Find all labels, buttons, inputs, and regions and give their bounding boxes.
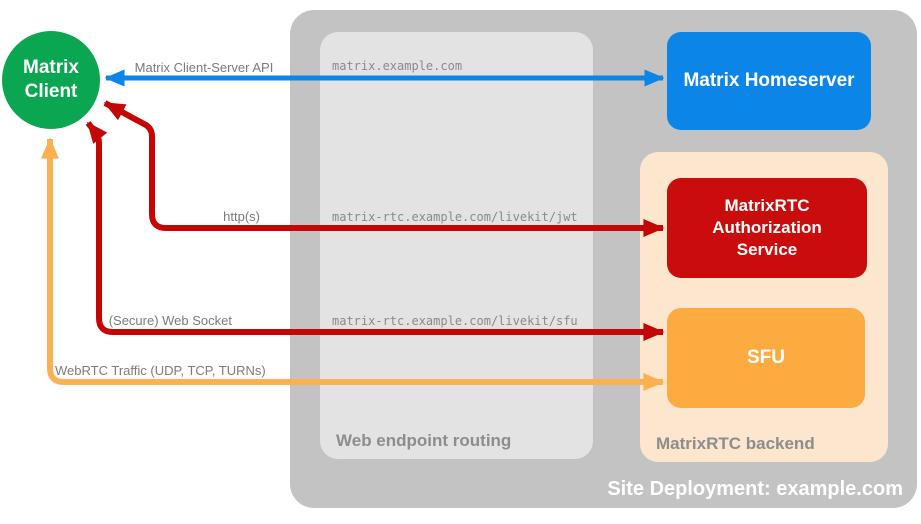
node-matrix-client: Matrix Client [2,31,100,129]
node-sfu: SFU [667,308,865,408]
matrix-client-label: Matrix Client [23,57,79,102]
matrix-homeserver-label: Matrix Homeserver [683,70,855,91]
route-matrix-example-com: matrix.example.com [332,59,463,73]
webrtc-traffic-label: WebRTC Traffic (UDP, TCP, TURNs) [55,363,266,378]
sfu-label: SFU [747,347,785,368]
web-endpoint-routing-box: Web endpoint routing [320,32,593,459]
node-matrixrtc-authorization-service: MatrixRTC Authorization Service [667,178,867,278]
web-endpoint-routing-label: Web endpoint routing [336,431,512,450]
node-matrix-homeserver: Matrix Homeserver [667,32,871,130]
http-label: http(s) [223,209,260,224]
matrixrtc-backend-label: MatrixRTC backend [656,434,815,453]
client-server-api-label: Matrix Client-Server API [134,60,274,75]
route-livekit-jwt: matrix-rtc.example.com/livekit/jwt [332,210,578,224]
websocket-label: (Secure) Web Socket [108,313,232,328]
site-deployment-label: Site Deployment: example.com [607,478,903,500]
route-livekit-sfu: matrix-rtc.example.com/livekit/sfu [332,314,578,328]
auth-service-label: MatrixRTC Authorization Service [712,195,822,260]
